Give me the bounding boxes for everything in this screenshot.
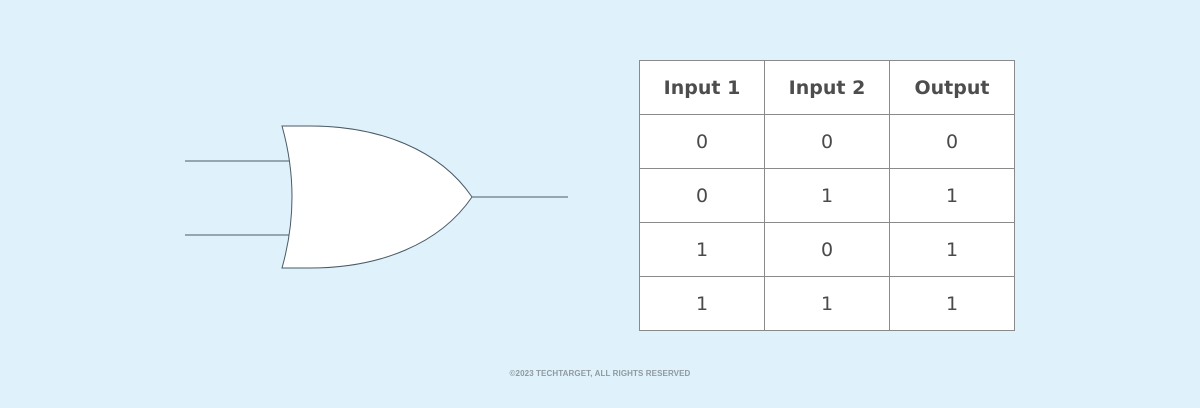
cell-input-1: 0 [639, 114, 765, 169]
table-row: 1 0 1 [639, 222, 1015, 277]
cell-output: 1 [889, 222, 1015, 277]
cell-output: 1 [889, 168, 1015, 223]
header-output: Output [889, 60, 1015, 115]
cell-input-1: 1 [639, 276, 765, 331]
table-row: 0 0 0 [639, 114, 1015, 169]
cell-input-2: 1 [764, 276, 890, 331]
copyright-notice: ©2023 TECHTARGET, ALL RIGHTS RESERVED [509, 369, 691, 378]
header-input-2: Input 2 [764, 60, 890, 115]
truth-table: Input 1 Input 2 Output 0 0 0 0 1 1 1 0 1… [639, 60, 1015, 331]
table-row: 1 1 1 [639, 276, 1015, 331]
cell-input-2: 1 [764, 168, 890, 223]
table-row: 0 1 1 [639, 168, 1015, 223]
cell-output: 1 [889, 276, 1015, 331]
or-gate-body [281, 125, 473, 269]
cell-input-2: 0 [764, 222, 890, 277]
cell-output: 0 [889, 114, 1015, 169]
cell-input-1: 1 [639, 222, 765, 277]
table-header-row: Input 1 Input 2 Output [639, 60, 1015, 115]
header-input-1: Input 1 [639, 60, 765, 115]
cell-input-1: 0 [639, 168, 765, 223]
cell-input-2: 0 [764, 114, 890, 169]
